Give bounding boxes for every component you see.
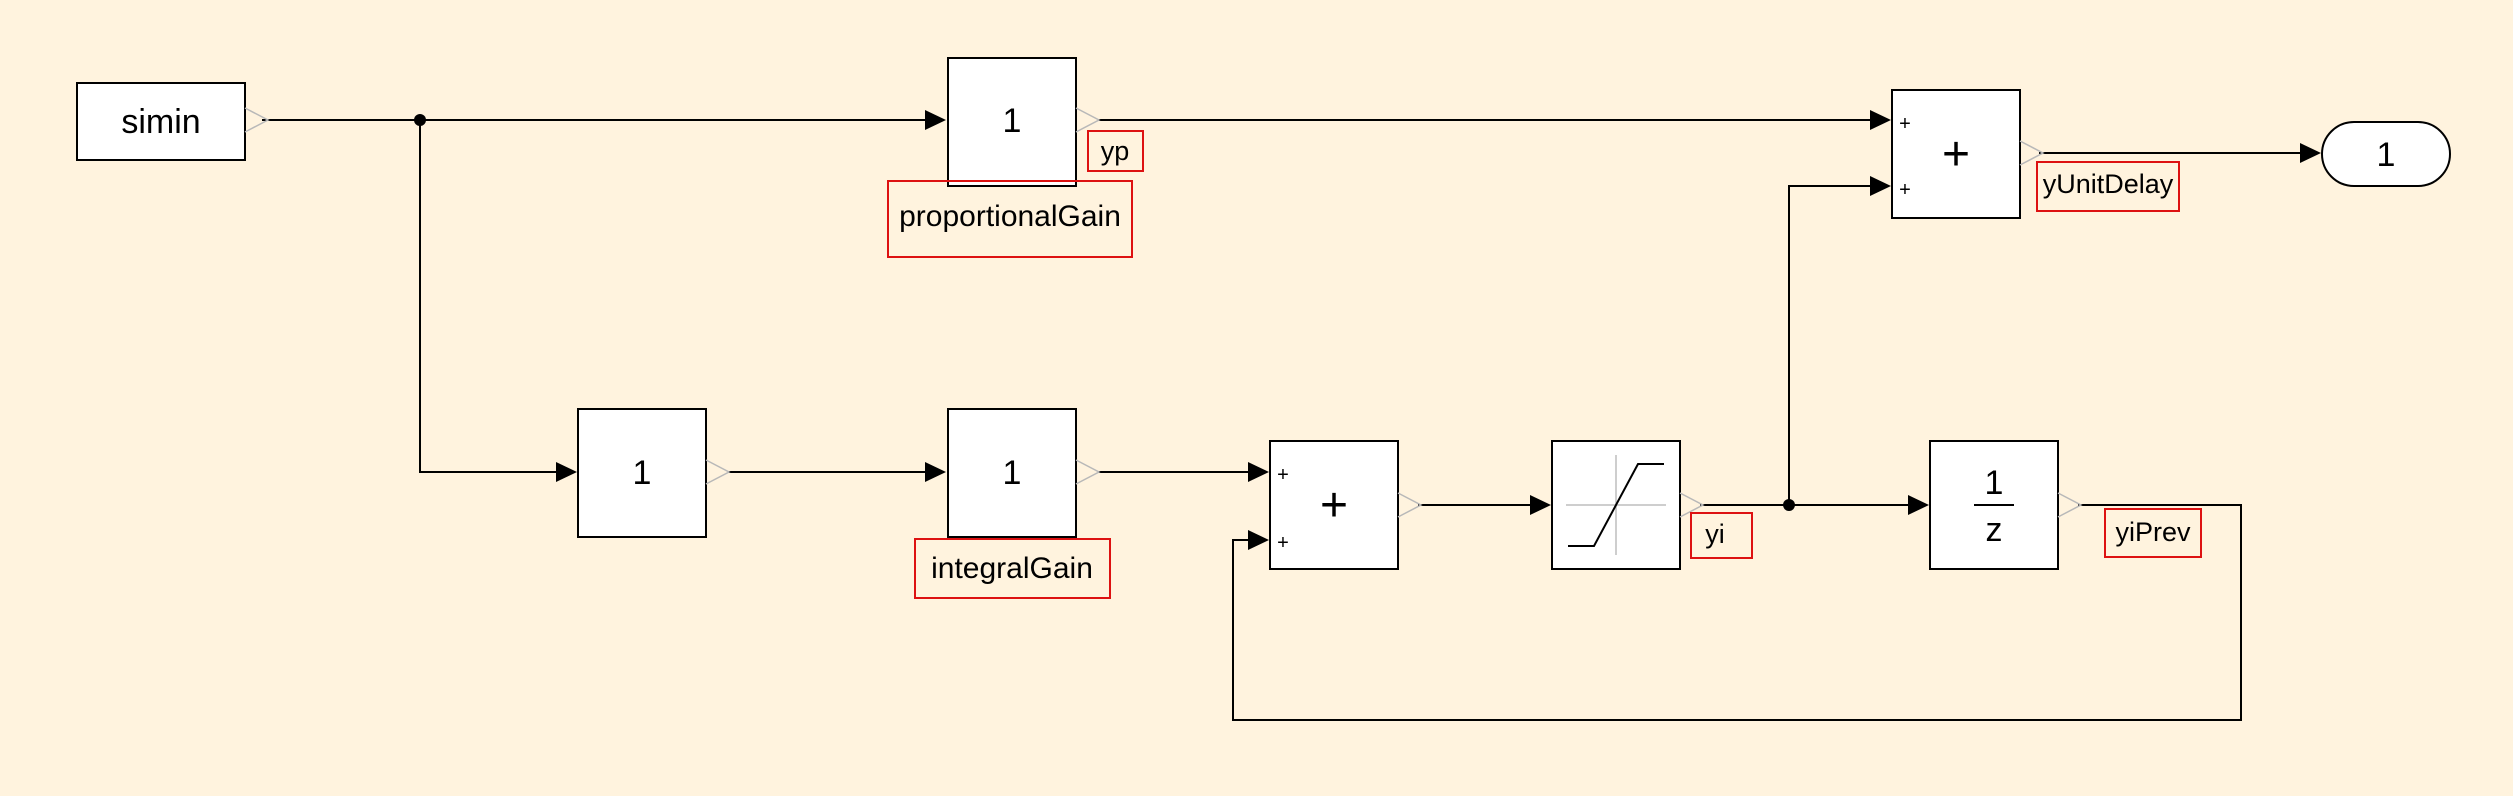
arrowhead: [1870, 110, 1891, 130]
sum-input-sign-bottom: +: [1899, 179, 1911, 201]
unit-delay-block[interactable]: 1 z: [1929, 440, 2083, 570]
wire-yiprev-feedback[interactable]: [1232, 504, 2242, 721]
outport-block[interactable]: 1: [2321, 121, 2451, 187]
arrowhead: [1530, 495, 1551, 515]
integral-gain-value: 1: [1003, 454, 1022, 492]
yi-text: yi: [1705, 519, 1725, 549]
signal-label-yi[interactable]: yi: [1690, 512, 1753, 559]
output-port-chevron-icon: [244, 107, 270, 133]
wire-yi-to-output-sum[interactable]: [1788, 185, 1870, 505]
saturation-block[interactable]: [1551, 440, 1705, 570]
sum-operator: +: [1320, 479, 1348, 532]
arrowhead: [925, 462, 946, 482]
output-port-chevron-icon: [2057, 492, 2083, 518]
saturation-icon: [1566, 455, 1666, 555]
arrowhead: [1908, 495, 1929, 515]
sum-input-sign-bottom: +: [1277, 532, 1289, 554]
output-port-chevron-icon: [1075, 459, 1101, 485]
arrowhead: [925, 110, 946, 130]
branch-point: [414, 114, 426, 126]
output-port-chevron-icon: [2019, 140, 2045, 166]
label-proportional-gain[interactable]: proportionalGain: [887, 180, 1133, 258]
yiprev-text: yiPrev: [2115, 517, 2191, 547]
simin-block[interactable]: simin: [76, 82, 270, 161]
signal-label-yiprev[interactable]: yiPrev: [2104, 508, 2202, 558]
gain-value: 1: [633, 454, 652, 492]
branch-point: [1783, 499, 1795, 511]
outport-number: 1: [2377, 136, 2396, 174]
sum-input-sign-top: +: [1899, 113, 1911, 135]
wire-branch-to-gain[interactable]: [419, 120, 556, 473]
signal-lines: [262, 110, 2321, 721]
output-port-chevron-icon: [1075, 107, 1101, 133]
gain-block[interactable]: 1: [577, 408, 731, 538]
arrowhead: [1248, 462, 1269, 482]
sum-input-sign-top: +: [1277, 464, 1289, 486]
unit-delay-denominator: z: [1986, 511, 2003, 549]
proportional-gain-block[interactable]: 1: [947, 57, 1101, 187]
arrowhead: [556, 462, 577, 482]
output-port-chevron-icon: [1397, 492, 1423, 518]
integral-gain-block[interactable]: 1: [947, 408, 1101, 538]
label-integral-gain[interactable]: integralGain: [914, 538, 1111, 599]
output-port-chevron-icon: [1679, 492, 1705, 518]
arrowhead: [2300, 143, 2321, 163]
proportional-gain-name: proportionalGain: [899, 200, 1121, 233]
sum-operator: +: [1942, 128, 1970, 181]
simin-label: simin: [121, 103, 200, 141]
integral-gain-name: integralGain: [931, 552, 1093, 585]
integrator-sum-block[interactable]: + + +: [1269, 440, 1423, 570]
output-sum-block[interactable]: + + +: [1891, 89, 2045, 219]
proportional-gain-value: 1: [1003, 102, 1022, 140]
output-port-chevron-icon: [705, 459, 731, 485]
arrowhead: [1248, 530, 1269, 550]
signal-label-yp[interactable]: yp: [1087, 130, 1144, 172]
yp-text: yp: [1101, 136, 1130, 166]
unit-delay-numerator: 1: [1985, 464, 2004, 502]
arrowhead: [1870, 176, 1891, 196]
signal-label-yunitdelay[interactable]: yUnitDelay: [2036, 161, 2180, 212]
yunitdelay-text: yUnitDelay: [2043, 169, 2174, 199]
